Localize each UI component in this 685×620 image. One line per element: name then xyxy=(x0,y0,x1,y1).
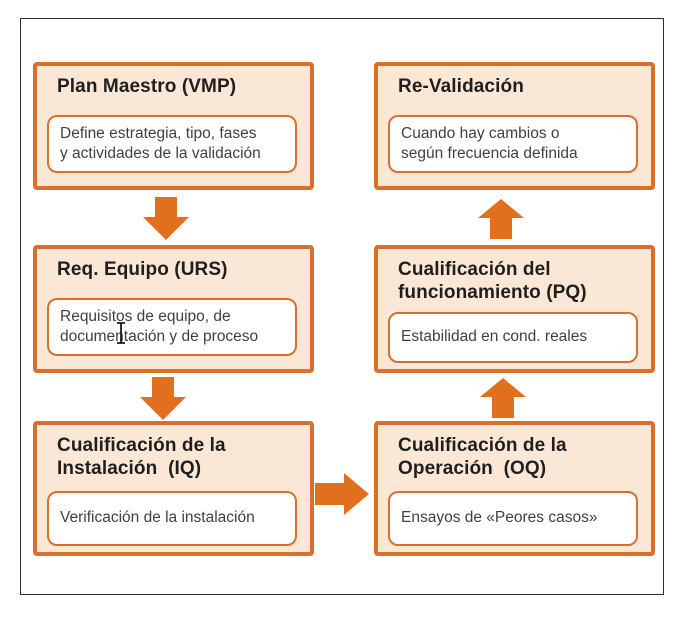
node-title: Cualificación de la Instalación (IQ) xyxy=(57,435,226,480)
node-description: Estabilidad en cond. reales xyxy=(401,328,588,346)
node-description: Verificación de la instalación xyxy=(60,509,255,527)
node-title: Plan Maestro (VMP) xyxy=(57,76,237,97)
node-description-box: Define estrategia, tipo, fases y activid… xyxy=(47,115,297,173)
node-cualificacion-instalacion-iq: Cualificación de la Instalación (IQ) Ver… xyxy=(33,421,314,556)
node-title: Cualificación del funcionamiento (PQ) xyxy=(398,259,587,304)
node-req-equipo-urs: Req. Equipo (URS) Requisitos de equipo, … xyxy=(33,245,314,373)
node-description: Ensayos de «Peores casos» xyxy=(401,509,598,527)
node-description: Cuando hay cambios o según frecuencia de… xyxy=(401,124,578,162)
node-description-box: Cuando hay cambios o según frecuencia de… xyxy=(388,115,638,173)
down-arrow-vmp-to-urs-icon xyxy=(143,197,189,240)
text-ibeam-cursor-icon xyxy=(117,322,125,344)
node-re-validacion: Re-Validación Cuando hay cambios o según… xyxy=(374,62,655,190)
node-title: Cualificación de la Operación (OQ) xyxy=(398,435,567,480)
up-arrow-oq-to-pq-icon xyxy=(480,378,526,418)
up-arrow-pq-to-revalidacion-icon xyxy=(478,199,524,239)
node-description-box: Verificación de la instalación xyxy=(47,491,297,546)
node-cualificacion-operacion-oq: Cualificación de la Operación (OQ) Ensay… xyxy=(374,421,655,556)
node-description-box: Estabilidad en cond. reales xyxy=(388,312,638,363)
node-description: Requisitos de equipo, de documentación y… xyxy=(60,307,259,345)
down-arrow-urs-to-iq-icon xyxy=(140,377,186,420)
node-description-box: Requisitos de equipo, de documentación y… xyxy=(47,298,297,356)
node-description-box: Ensayos de «Peores casos» xyxy=(388,491,638,546)
node-title: Req. Equipo (URS) xyxy=(57,259,228,280)
node-plan-maestro-vmp: Plan Maestro (VMP) Define estrategia, ti… xyxy=(33,62,314,190)
right-arrow-iq-to-oq-icon xyxy=(315,473,369,515)
node-description: Define estrategia, tipo, fases y activid… xyxy=(60,124,261,162)
node-cualificacion-funcionamiento-pq: Cualificación del funcionamiento (PQ) Es… xyxy=(374,245,655,373)
node-title: Re-Validación xyxy=(398,76,524,97)
